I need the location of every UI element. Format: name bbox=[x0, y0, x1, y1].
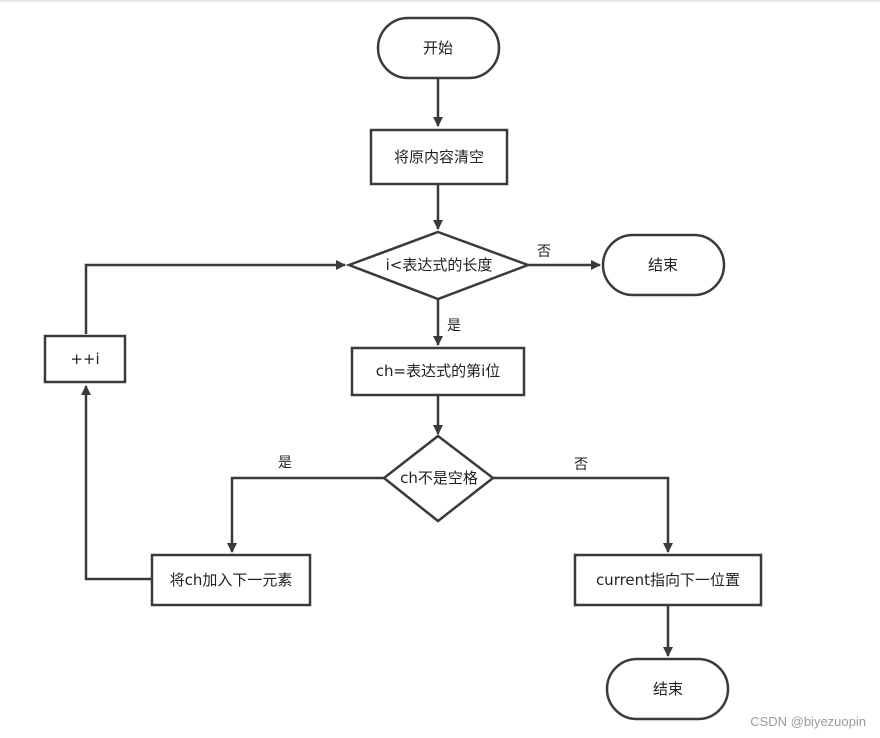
edge-label-space-yes: 是 bbox=[278, 455, 292, 471]
node-clear-label: 将原内容清空 bbox=[394, 148, 484, 166]
node-increment: ++i bbox=[43, 334, 127, 384]
node-end-a: 结束 bbox=[601, 233, 726, 297]
node-append: 将ch加入下一元素 bbox=[150, 553, 312, 607]
edges bbox=[81, 78, 673, 657]
node-end-b: 结束 bbox=[605, 657, 730, 721]
edge-space-to-advance bbox=[493, 476, 673, 553]
node-assign: ch=表达式的第i位 bbox=[350, 346, 526, 397]
edge-increment-to-loop bbox=[84, 260, 346, 334]
node-space-condition: ch不是空格 bbox=[381, 434, 496, 523]
edge-label-space-no: 否 bbox=[574, 457, 588, 473]
node-loop-condition-label: i<表达式的长度 bbox=[386, 256, 493, 274]
edge-space-to-append bbox=[227, 476, 384, 553]
node-start-label: 开始 bbox=[423, 39, 453, 57]
node-append-label: 将ch加入下一元素 bbox=[170, 571, 293, 589]
node-clear: 将原内容清空 bbox=[369, 128, 509, 186]
node-end-a-label: 结束 bbox=[648, 256, 678, 274]
node-loop-condition: i<表达式的长度 bbox=[345, 230, 532, 301]
edge-label-loop-yes: 是 bbox=[447, 318, 461, 334]
watermark-text: CSDN @biyezuopin bbox=[750, 714, 866, 729]
node-end-b-label: 结束 bbox=[653, 680, 683, 698]
edge-label-loop-no: 否 bbox=[537, 244, 551, 260]
node-increment-label: ++i bbox=[70, 350, 99, 368]
node-advance-label: current指向下一位置 bbox=[596, 571, 740, 589]
node-advance: current指向下一位置 bbox=[573, 553, 763, 607]
node-start: 开始 bbox=[376, 16, 501, 80]
node-assign-label: ch=表达式的第i位 bbox=[376, 362, 501, 380]
edge-append-to-increment bbox=[81, 385, 152, 581]
node-space-condition-label: ch不是空格 bbox=[400, 469, 478, 487]
